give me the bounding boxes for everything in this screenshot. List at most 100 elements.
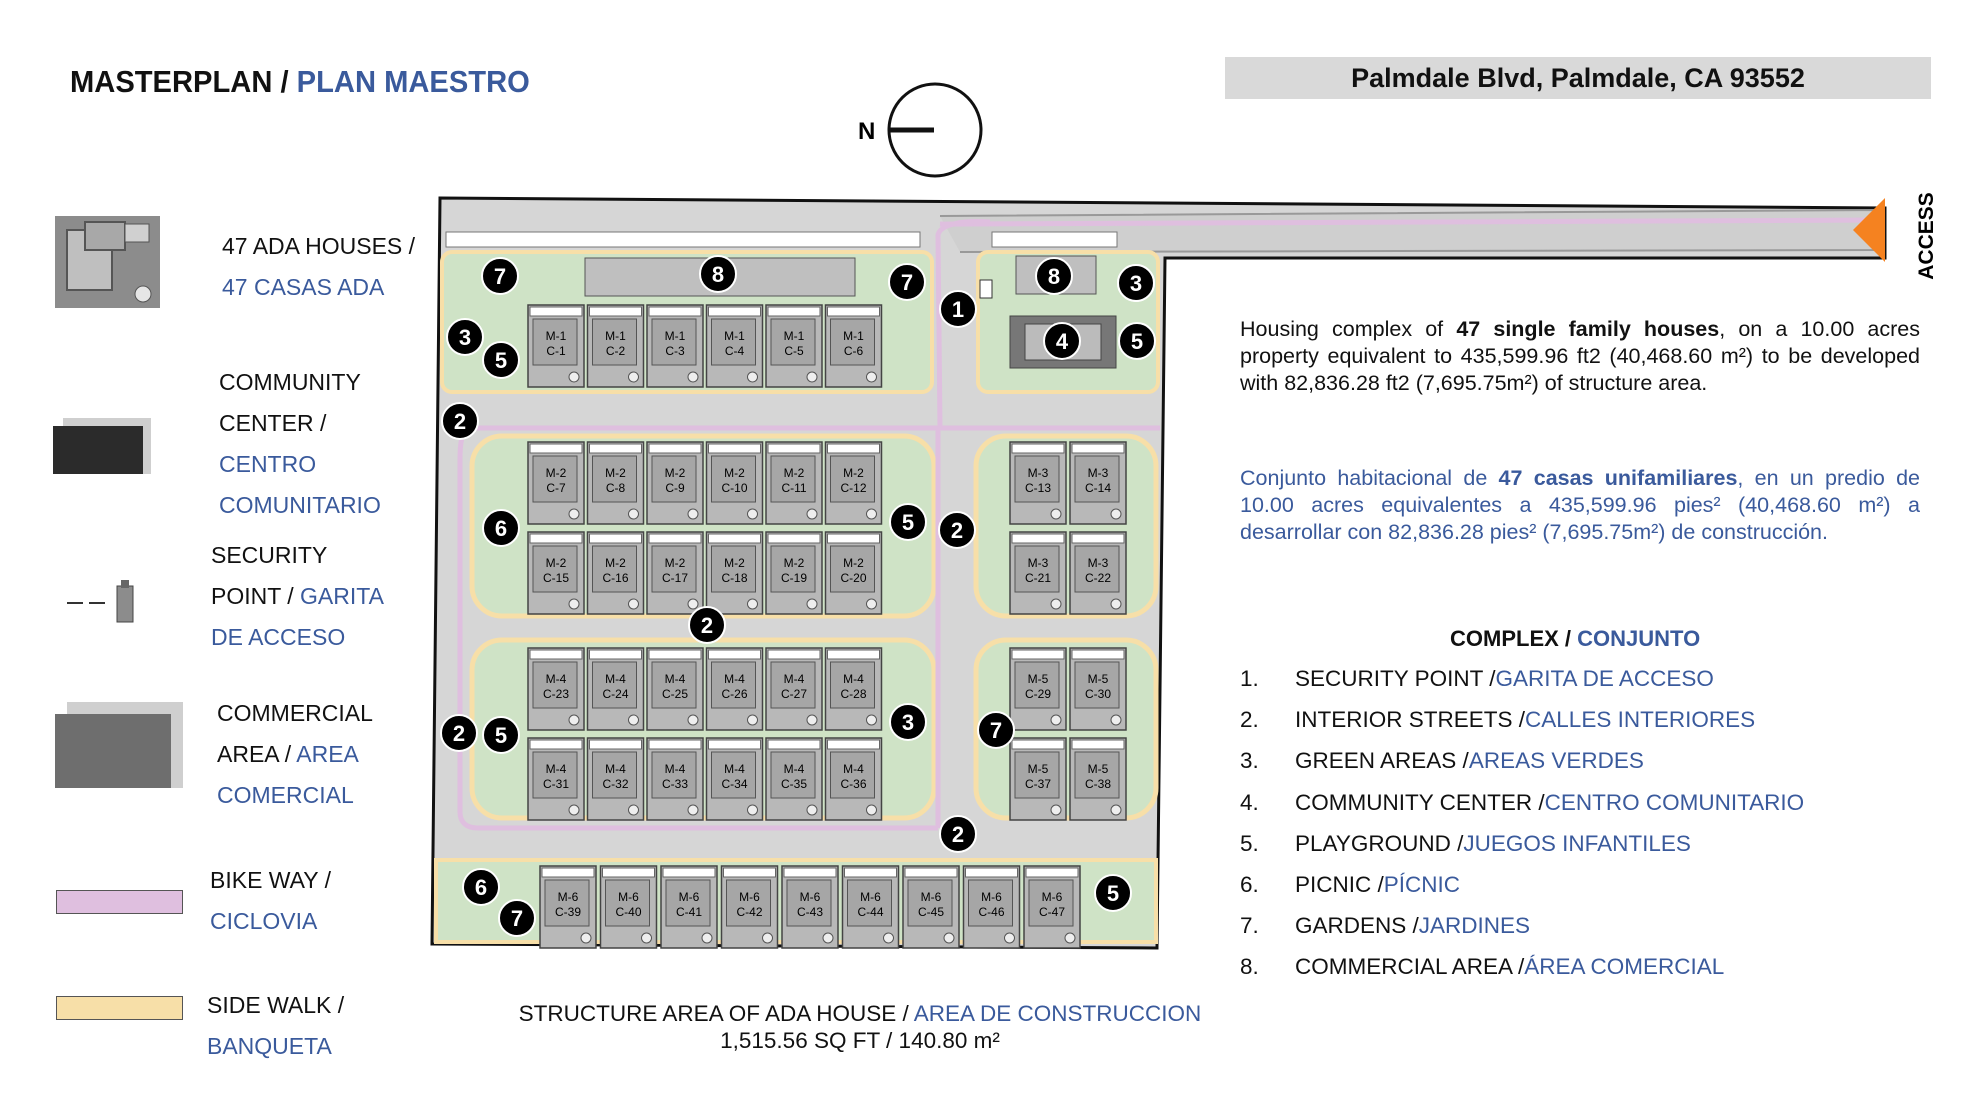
- house-number-label: C-24: [602, 687, 628, 701]
- complex-item: 1.SECURITY POINT / GARITA DE ACCESO: [1240, 666, 1714, 691]
- house-number-label: C-4: [725, 344, 745, 358]
- access-arrow-icon: [1853, 198, 1885, 262]
- complex-item: 7.GARDENS / JARDINES: [1240, 913, 1531, 939]
- house-number-label: C-28: [840, 687, 866, 701]
- house-number-label: C-31: [543, 777, 569, 791]
- complex-list: 1.SECURITY POINT / GARITA DE ACCESO 2.IN…: [1240, 666, 1804, 996]
- house-number-label: C-15: [543, 571, 569, 585]
- house-module-label: M-6: [739, 890, 760, 904]
- complex-item: 5.PLAYGROUND / JUEGOS INFANTILES: [1240, 830, 1691, 856]
- house-module-label: M-2: [665, 466, 686, 480]
- house-module-label: M-2: [665, 556, 686, 570]
- house-module-label: M-2: [546, 466, 567, 480]
- svg-text:2: 2: [952, 822, 964, 847]
- commercial-area-icon: [55, 700, 185, 795]
- structure-area-note: STRUCTURE AREA OF ADA HOUSE / AREA DE CO…: [518, 1001, 1202, 1053]
- map-marker-8: 8: [699, 255, 737, 293]
- house-lot: M-5C-30: [1069, 647, 1127, 731]
- house-number-label: C-19: [781, 571, 807, 585]
- svg-text:7: 7: [494, 264, 506, 289]
- house-lot: M-1C-3: [646, 304, 704, 388]
- house-lot: M-4C-34: [705, 737, 764, 821]
- map-marker-2: 2: [938, 511, 976, 549]
- legend-security-point: SECURITY POINT / GARITA DE ACCESO: [211, 542, 384, 650]
- house-number-label: C-20: [840, 571, 866, 585]
- house-number-label: C-42: [736, 905, 762, 919]
- svg-text:5: 5: [495, 348, 507, 373]
- complex-item: 6.PICNIC / PÍCNIC: [1240, 871, 1461, 897]
- house-number-label: C-44: [857, 905, 883, 919]
- house-module-label: M-4: [784, 762, 805, 776]
- map-marker-3: 3: [1117, 264, 1155, 302]
- house-number-label: C-46: [978, 905, 1004, 919]
- house-lot: M-3C-14: [1069, 441, 1127, 525]
- map-marker-5: 5: [1094, 874, 1132, 912]
- house-module-label: M-4: [724, 762, 745, 776]
- house-lot: M-4C-25: [646, 647, 704, 731]
- house-number-label: C-25: [662, 687, 688, 701]
- house-number-label: C-18: [721, 571, 747, 585]
- access-label: ACCESS: [1915, 192, 1938, 280]
- house-lot: M-6C-39: [539, 865, 597, 949]
- house-lot: M-6C-41: [660, 865, 718, 949]
- house-module-label: M-6: [981, 890, 1002, 904]
- house-module-label: M-6: [558, 890, 579, 904]
- legend-commercial-area: COMMERCIAL AREA / AREA COMERCIAL: [217, 700, 373, 808]
- svg-text:4: 4: [1056, 329, 1069, 354]
- house-lot: M-4C-24: [586, 647, 645, 731]
- house-lot: M-4C-36: [824, 737, 883, 821]
- house-lot: M-1C-1: [527, 304, 585, 388]
- house-module-label: M-6: [860, 890, 881, 904]
- house-number-label: C-2: [606, 344, 626, 358]
- house-module-label: M-2: [724, 556, 745, 570]
- house-lot: M-6C-43: [781, 865, 839, 949]
- svg-text:8: 8: [712, 262, 724, 287]
- house-number-label: C-30: [1085, 687, 1111, 701]
- svg-text:5: 5: [902, 510, 914, 535]
- house-number-label: C-21: [1025, 571, 1051, 585]
- svg-text:6: 6: [475, 875, 487, 900]
- house-module-label: M-4: [546, 672, 567, 686]
- house-module-label: M-5: [1028, 762, 1049, 776]
- house-lot: M-2C-10: [705, 441, 764, 525]
- house-module-label: M-4: [843, 672, 864, 686]
- house-module-label: M-4: [843, 762, 864, 776]
- house-module-label: M-6: [921, 890, 942, 904]
- house-number-label: C-6: [844, 344, 864, 358]
- svg-text:2: 2: [951, 518, 963, 543]
- page-title: MASTERPLAN / PLAN MAESTRO: [70, 64, 530, 99]
- svg-text:6: 6: [495, 516, 507, 541]
- house-lots: M-1C-1M-1C-2M-1C-3M-1C-4M-1C-5M-1C-6M-2C…: [527, 304, 1127, 949]
- complex-item: 2.INTERIOR STREETS / CALLES INTERIORES: [1240, 707, 1756, 733]
- house-lot: M-2C-15: [527, 531, 585, 615]
- ada-house-icon: [55, 216, 160, 313]
- map-marker-5: 5: [1118, 322, 1156, 360]
- house-module-label: M-6: [1042, 890, 1063, 904]
- house-module-label: M-1: [605, 329, 626, 343]
- svg-text:1: 1: [952, 297, 964, 322]
- house-lot: M-4C-32: [586, 737, 645, 821]
- svg-text:2: 2: [454, 409, 466, 434]
- legend-community-center: COMMUNITY CENTER / CENTRO COMUNITARIO: [219, 369, 381, 518]
- svg-text:8: 8: [1048, 264, 1060, 289]
- svg-text:3: 3: [459, 325, 471, 350]
- house-number-label: C-3: [665, 344, 685, 358]
- house-number-label: C-40: [615, 905, 641, 919]
- house-number-label: C-27: [781, 687, 807, 701]
- house-lot: M-3C-21: [1009, 531, 1067, 615]
- svg-text:5: 5: [1131, 329, 1143, 354]
- house-module-label: M-5: [1028, 672, 1049, 686]
- community-center-icon: [53, 418, 153, 483]
- description-es: Conjunto habitacional de 47 casas unifam…: [1240, 466, 1920, 544]
- parking-strip-north: [445, 231, 921, 248]
- svg-text:7: 7: [901, 270, 913, 295]
- map-marker-5: 5: [482, 341, 520, 379]
- house-number-label: C-9: [665, 481, 685, 495]
- house-lot: M-3C-22: [1069, 531, 1127, 615]
- security-point-icon: [65, 580, 145, 635]
- map-marker-1: 1: [939, 290, 977, 328]
- complex-item: 4.COMMUNITY CENTER / CENTRO COMUNITARIO: [1240, 789, 1805, 815]
- house-number-label: C-29: [1025, 687, 1051, 701]
- access-number: #1: [1887, 218, 1912, 242]
